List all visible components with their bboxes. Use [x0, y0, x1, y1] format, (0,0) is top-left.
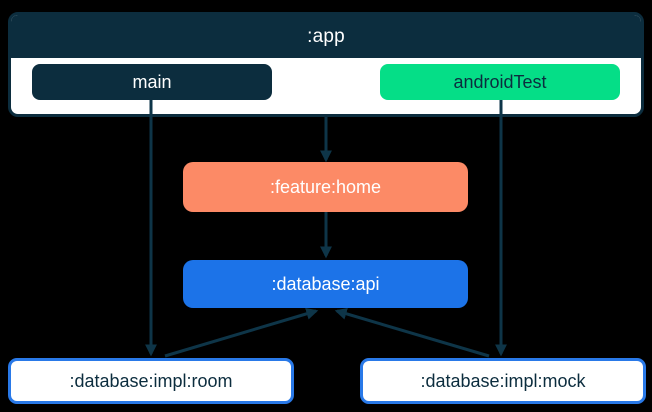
module-app-title: :app	[307, 25, 345, 47]
sourceset-main: main	[32, 64, 272, 100]
module-database-impl-room: :database:impl:room	[8, 358, 294, 404]
arrow-impl-mock-to-database-api	[334, 307, 490, 358]
sourceset-androidtest: androidTest	[380, 64, 620, 100]
module-database-impl-mock: :database:impl:mock	[360, 358, 646, 404]
module-app-header: :app	[11, 15, 641, 58]
module-database-api: :database:api	[183, 260, 468, 308]
module-feature-home: :feature:home	[183, 162, 468, 212]
arrow-impl-room-to-database-api	[164, 307, 319, 358]
